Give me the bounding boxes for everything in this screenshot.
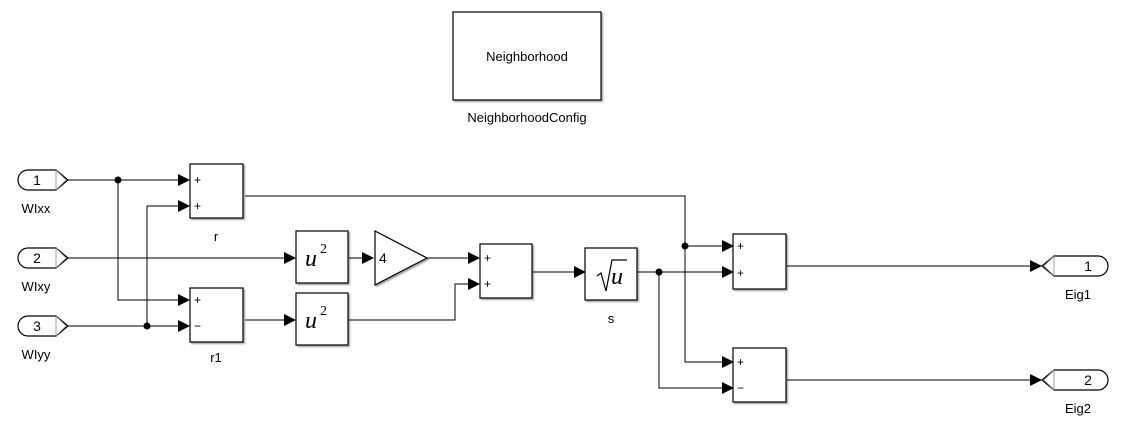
math-exponent: 2	[320, 304, 327, 319]
sign: +	[484, 251, 491, 265]
junctions	[114, 176, 689, 330]
wire-wiyy-to-r	[146, 205, 178, 326]
outport-number: 2	[1084, 372, 1092, 388]
arrowhead	[722, 382, 734, 394]
arrowhead	[468, 278, 480, 290]
arrowhead	[178, 320, 190, 332]
sign: +	[737, 239, 744, 253]
math-base: u	[305, 308, 317, 334]
sign: +	[194, 199, 201, 213]
outport-name: Eig1	[1065, 287, 1091, 302]
sign: +	[737, 266, 744, 280]
math-square-block-bottom[interactable]: u 2	[295, 292, 349, 346]
sum-block-r[interactable]: + +	[189, 163, 244, 219]
wire-square2-to-sum	[349, 283, 468, 321]
arrowhead	[1030, 260, 1042, 272]
sign: +	[194, 293, 201, 307]
arrowhead	[178, 174, 190, 186]
junction-dot	[681, 242, 689, 250]
arrowheads	[178, 174, 1042, 394]
arrowhead	[722, 356, 734, 368]
sum-block-r1[interactable]: + −	[189, 287, 244, 343]
sum-block-eig2[interactable]: + −	[732, 347, 787, 403]
outport-number: 1	[1084, 258, 1092, 274]
sign: +	[484, 277, 491, 291]
sign: −	[194, 319, 201, 333]
arrowhead	[284, 252, 296, 264]
subsystem-name: NeighborhoodConfig	[467, 110, 586, 125]
inport-wiyy[interactable]: 3	[17, 315, 69, 337]
block-name: r	[214, 229, 219, 244]
sqrt-block[interactable]: u	[584, 247, 638, 301]
inport-wixx[interactable]: 1	[17, 169, 69, 191]
sign: −	[737, 381, 744, 395]
block-name: r1	[210, 350, 222, 365]
arrowhead	[178, 200, 190, 212]
arrowhead	[722, 266, 734, 278]
inport-wixy[interactable]: 2	[17, 247, 69, 269]
sqrt-icon	[596, 259, 627, 292]
inport-name: WIyy	[22, 347, 51, 362]
inport-name: WIxy	[22, 279, 51, 294]
math-base: u	[305, 246, 317, 272]
gain-block[interactable]: 4	[374, 230, 429, 286]
junction-dot	[655, 268, 663, 276]
outport-eig2[interactable]: 2	[1041, 369, 1109, 391]
sum-block-eig1[interactable]: + +	[732, 233, 787, 290]
arrowhead	[574, 266, 586, 278]
math-exponent: 2	[320, 242, 327, 257]
block-name: s	[608, 311, 615, 326]
gain-value: 4	[379, 250, 387, 266]
sum-block-mid[interactable]: + +	[479, 243, 533, 299]
wire-r-to-sum-eig1	[245, 195, 722, 247]
junction-dot	[143, 322, 151, 330]
wire-sqrt-to-sum-eig2	[658, 272, 722, 389]
subsystem-label: Neighborhood	[486, 49, 568, 64]
inport-name: WIxx	[22, 201, 51, 216]
sign: +	[737, 355, 744, 369]
outport-name: Eig2	[1065, 401, 1091, 416]
wires	[68, 179, 1042, 389]
inport-number: 2	[33, 250, 41, 266]
arrowhead	[468, 252, 480, 264]
arrowhead	[362, 252, 374, 264]
inport-number: 1	[33, 172, 41, 188]
junction-dot	[114, 176, 122, 184]
arrowhead	[722, 240, 734, 252]
math-square-block-top[interactable]: u 2	[295, 230, 349, 284]
neighborhood-subsystem-block[interactable]: Neighborhood	[452, 11, 602, 101]
arrowhead	[284, 314, 296, 326]
inport-number: 3	[33, 318, 41, 334]
wire-r-to-sum-eig2	[684, 246, 722, 363]
outport-eig1[interactable]: 1	[1041, 255, 1109, 277]
arrowhead	[1030, 374, 1042, 386]
arrowhead	[178, 294, 190, 306]
math-base: u	[611, 264, 623, 290]
wire-wixx-to-r1	[117, 180, 178, 301]
sign: +	[194, 173, 201, 187]
